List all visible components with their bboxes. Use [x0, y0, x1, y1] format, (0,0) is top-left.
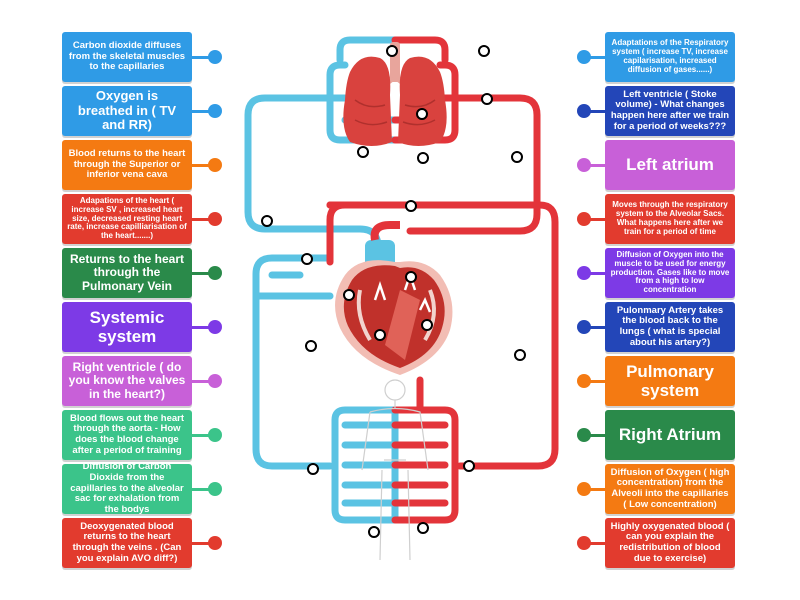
- right-label-5[interactable]: Diffusion of Oxygen into the muscle to b…: [605, 248, 735, 298]
- right-label-connector: [586, 217, 608, 221]
- right-label-pin[interactable]: [577, 374, 591, 388]
- right-label-pin[interactable]: [577, 482, 591, 496]
- right-label-pin[interactable]: [577, 50, 591, 64]
- left-label-5[interactable]: Returns to the heart through the Pulmona…: [62, 248, 192, 298]
- left-label-9[interactable]: Diffusion of Carbon Dioxide from the cap…: [62, 462, 192, 515]
- right-label-pin[interactable]: [577, 266, 591, 280]
- right-label-connector: [586, 433, 608, 437]
- left-label-pin[interactable]: [208, 158, 222, 172]
- right-label-connector: [586, 487, 608, 491]
- right-label-pin[interactable]: [577, 212, 591, 226]
- right-label-8[interactable]: Right Atrium: [605, 410, 735, 460]
- right-label-6[interactable]: Pulonmary Artery takes the blood back to…: [605, 302, 735, 352]
- drop-target-14[interactable]: [374, 329, 386, 341]
- right-label-connector: [586, 163, 608, 167]
- right-label-connector: [586, 109, 608, 113]
- left-label-connector: [192, 433, 214, 437]
- left-label-connector: [192, 55, 214, 59]
- left-label-1[interactable]: Carbon dioxide diffuses from the skeleta…: [62, 32, 192, 82]
- left-label-pin[interactable]: [208, 428, 222, 442]
- left-label-connector: [192, 325, 214, 329]
- left-label-8[interactable]: Blood flows out the heart through the ao…: [62, 410, 192, 460]
- right-label-connector: [586, 541, 608, 545]
- left-label-connector: [192, 217, 214, 221]
- right-label-4[interactable]: Moves through the respiratory system to …: [605, 194, 735, 244]
- drop-target-2[interactable]: [478, 45, 490, 57]
- drop-target-18[interactable]: [463, 460, 475, 472]
- drop-target-4[interactable]: [416, 108, 428, 120]
- right-label-pin[interactable]: [577, 536, 591, 550]
- left-label-pin[interactable]: [208, 536, 222, 550]
- drop-target-20[interactable]: [417, 522, 429, 534]
- left-label-pin[interactable]: [208, 104, 222, 118]
- heart-illustration: [335, 221, 453, 375]
- left-label-2[interactable]: Oxygen is breathed in ( TV and RR): [62, 86, 192, 136]
- left-label-connector: [192, 541, 214, 545]
- left-label-connector: [192, 487, 214, 491]
- right-label-9[interactable]: Diffusion of Oxygen ( high concentration…: [605, 464, 735, 514]
- drop-target-13[interactable]: [421, 319, 433, 331]
- drop-target-7[interactable]: [511, 151, 523, 163]
- right-label-connector: [586, 55, 608, 59]
- drop-target-10[interactable]: [301, 253, 313, 265]
- right-label-connector: [586, 379, 608, 383]
- left-label-pin[interactable]: [208, 374, 222, 388]
- lungs-illustration: [343, 42, 447, 146]
- left-label-3[interactable]: Blood returns to the heart through the S…: [62, 140, 192, 190]
- right-label-1[interactable]: Adaptations of the Respiratory system ( …: [605, 32, 735, 82]
- right-label-pin[interactable]: [577, 104, 591, 118]
- drop-target-12[interactable]: [343, 289, 355, 301]
- left-label-pin[interactable]: [208, 50, 222, 64]
- drop-target-8[interactable]: [261, 215, 273, 227]
- drop-target-11[interactable]: [405, 271, 417, 283]
- right-label-pin[interactable]: [577, 428, 591, 442]
- drop-target-19[interactable]: [368, 526, 380, 538]
- left-label-connector: [192, 163, 214, 167]
- right-label-pin[interactable]: [577, 158, 591, 172]
- left-label-pin[interactable]: [208, 212, 222, 226]
- left-label-7[interactable]: Right ventricle ( do you know the valves…: [62, 356, 192, 406]
- right-label-pin[interactable]: [577, 320, 591, 334]
- right-label-7[interactable]: Pulmonary system: [605, 356, 735, 406]
- drop-target-6[interactable]: [417, 152, 429, 164]
- right-label-3[interactable]: Left atrium: [605, 140, 735, 190]
- drop-target-17[interactable]: [307, 463, 319, 475]
- drop-target-3[interactable]: [481, 93, 493, 105]
- left-label-connector: [192, 271, 214, 275]
- left-label-connector: [192, 379, 214, 383]
- right-label-connector: [586, 271, 608, 275]
- left-label-4[interactable]: Adapations of the heart ( increase SV , …: [62, 194, 192, 244]
- artery-vessels: [326, 36, 559, 524]
- left-label-6[interactable]: Systemic system: [62, 302, 192, 352]
- right-label-connector: [586, 325, 608, 329]
- left-label-10[interactable]: Deoxygenated blood returns to the heart …: [62, 518, 192, 568]
- drop-target-1[interactable]: [386, 45, 398, 57]
- body-outline: [361, 379, 429, 561]
- right-label-2[interactable]: Left ventricle ( Stoke volume) - What ch…: [605, 86, 735, 136]
- drop-target-16[interactable]: [514, 349, 526, 361]
- drop-target-5[interactable]: [357, 146, 369, 158]
- drop-target-9[interactable]: [405, 200, 417, 212]
- left-label-pin[interactable]: [208, 266, 222, 280]
- left-label-pin[interactable]: [208, 482, 222, 496]
- right-label-10[interactable]: Highly oxygenated blood ( can you explai…: [605, 518, 735, 568]
- drop-target-15[interactable]: [305, 340, 317, 352]
- left-label-connector: [192, 109, 214, 113]
- left-label-pin[interactable]: [208, 320, 222, 334]
